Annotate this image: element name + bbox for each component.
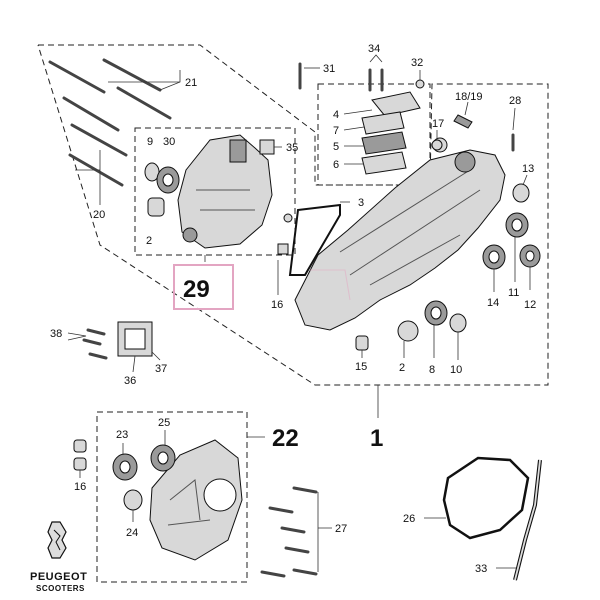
callout-16a: 16 (271, 299, 283, 311)
callout-12: 12 (524, 299, 536, 311)
callout-33: 33 (475, 563, 487, 575)
callout-18-19: 18/19 (455, 91, 483, 103)
plug-17 (431, 139, 443, 151)
gasket-26 (442, 456, 530, 540)
callout-13: 13 (522, 163, 534, 175)
callout-23: 23 (116, 429, 128, 441)
callout-20: 20 (93, 209, 105, 221)
plug-35 (259, 139, 275, 155)
long-studs-group (48, 58, 172, 187)
callout-9: 9 (147, 136, 153, 148)
gasket-3 (288, 203, 341, 276)
sub-assembly-29-outline (134, 127, 296, 256)
callout-2b: 2 (399, 362, 405, 374)
half-crankcase-29 (177, 134, 273, 249)
callout-3: 3 (358, 197, 364, 209)
callout-37: 37 (155, 363, 167, 375)
seal-24 (123, 489, 143, 511)
callout-27: 27 (335, 523, 347, 535)
brand-name: PEUGEOT (30, 571, 87, 583)
callout-22: 22 (272, 425, 299, 452)
callout-32: 32 (411, 57, 423, 69)
callout-25: 25 (158, 417, 170, 429)
part-29-highlight (173, 264, 234, 310)
cover-assembly-22-outline (96, 411, 248, 583)
pin-16b-1 (73, 439, 87, 453)
reed-valve-group (361, 91, 421, 175)
callout-17: 17 (432, 118, 444, 130)
bolts-38 (82, 328, 108, 360)
callout-21: 21 (185, 77, 197, 89)
callout-11: 11 (508, 287, 519, 299)
bushing-13 (512, 183, 530, 203)
dowel-2 (283, 213, 293, 223)
callout-31: 31 (323, 63, 335, 75)
pin-16b-2 (73, 457, 87, 471)
cylinder-block-36 (117, 321, 153, 357)
crankcase-assembly-outline (37, 44, 549, 386)
leader-21 (159, 70, 181, 91)
callout-8: 8 (429, 364, 435, 376)
callout-16b: 16 (74, 481, 86, 493)
callout-26: 26 (403, 513, 415, 525)
callout-24: 24 (126, 527, 138, 539)
callout-4: 4 (333, 109, 339, 121)
callout-1: 1 (370, 425, 383, 452)
callout-14: 14 (487, 297, 499, 309)
callout-15: 15 (355, 361, 367, 373)
seal-10 (449, 313, 467, 333)
plug-15 (355, 335, 369, 351)
callout-5: 5 (333, 141, 339, 153)
bolts-27 (260, 486, 318, 578)
callout-28: 28 (509, 95, 521, 107)
brand-subtitle: SCOOTERS (36, 584, 85, 593)
callout-35: 35 (286, 142, 298, 154)
crankcase-cover-22 (149, 439, 243, 561)
callout-2a: 2 (146, 235, 152, 247)
callout-10: 10 (450, 364, 462, 376)
callout-30: 30 (163, 136, 175, 148)
peugeot-logo: PEUGEOT SCOOTERS (30, 521, 87, 593)
callout-labels: 21 20 9 30 2 35 29 31 34 32 18/19 28 4 7… (50, 43, 536, 575)
screw-32 (415, 79, 425, 89)
sensor-18-19 (453, 114, 473, 129)
callout-38: 38 (50, 328, 62, 340)
callout-36: 36 (124, 375, 136, 387)
pin-16 (277, 243, 289, 255)
callout-29: 29 (183, 276, 210, 303)
callout-7: 7 (333, 125, 339, 137)
callout-34: 34 (368, 43, 380, 55)
bushing-2b (397, 320, 419, 342)
reed-valve-outline (317, 83, 431, 186)
callout-6: 6 (333, 159, 339, 171)
bushing-2a (147, 197, 165, 217)
